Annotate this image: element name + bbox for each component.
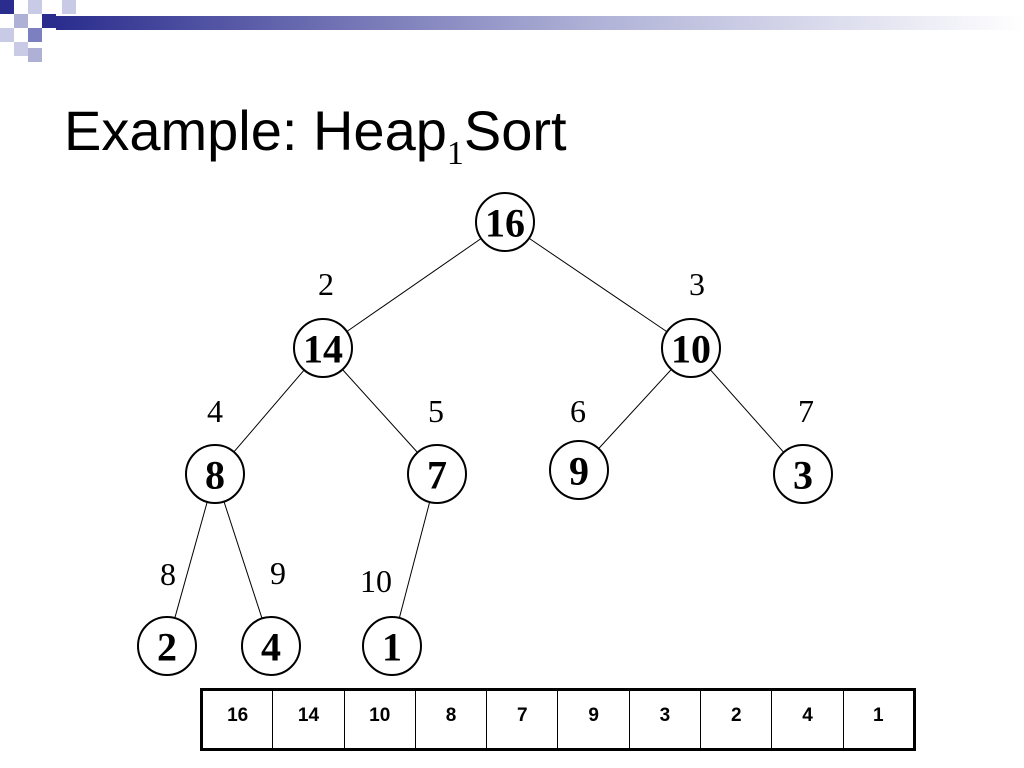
- slide-title-suffix: Sort: [463, 99, 567, 162]
- node-circle: [293, 318, 353, 378]
- node-circle: [241, 616, 301, 676]
- tree-edge: [528, 237, 668, 333]
- node-value: 9: [569, 449, 589, 494]
- node-circle: [185, 444, 245, 504]
- node-value: 10: [671, 327, 711, 372]
- tree-edge: [174, 501, 208, 619]
- tree-node: 7: [407, 444, 467, 504]
- node-index-label: 2: [318, 266, 334, 302]
- node-index-label: 6: [570, 393, 586, 429]
- corner-decoration: [0, 0, 1024, 62]
- node-index-label: 9: [270, 555, 286, 591]
- node-index-label: 4: [207, 393, 223, 429]
- slide-title-subscript: 1: [446, 135, 464, 172]
- array-cell: 3: [628, 689, 702, 750]
- array-cell: 4: [771, 689, 844, 750]
- tree-edge: [398, 501, 431, 619]
- node-circle: [362, 616, 422, 676]
- node-index-label: 10: [360, 563, 392, 599]
- array-cell: 10: [343, 689, 416, 750]
- slide-title-text: Example: Heap: [64, 99, 447, 162]
- node-value: 4: [261, 625, 281, 670]
- node-value: 8: [205, 453, 225, 498]
- array-cell: 14: [272, 689, 345, 750]
- node-value: 7: [427, 453, 447, 498]
- node-index-label: 7: [798, 393, 814, 429]
- tree-node: 2: [137, 616, 197, 676]
- tree-edge: [233, 369, 305, 453]
- array-cell: 1: [842, 689, 916, 750]
- node-index-label: 8: [160, 556, 176, 592]
- node-value: 3: [793, 453, 813, 498]
- tree-edge: [346, 238, 482, 332]
- tree-node: 16: [475, 192, 535, 252]
- heap-tree-diagram: 2 3 4 5 6 7 8 9 10 16 14 10 8 7 9 3 2 4 1: [137, 192, 833, 676]
- node-index-label: 5: [428, 393, 444, 429]
- tree-node: 10: [661, 318, 721, 378]
- node-index-label: 3: [689, 266, 705, 302]
- node-circle: [549, 440, 609, 500]
- array-cell: 2: [700, 689, 773, 750]
- array-cell: 8: [414, 689, 488, 750]
- tree-node: 8: [185, 444, 245, 504]
- node-circle: [137, 616, 197, 676]
- tree-node: 4: [241, 616, 301, 676]
- tree-edge: [598, 369, 672, 449]
- node-circle: [475, 192, 535, 252]
- array-cell: 9: [557, 689, 630, 750]
- slide-title: Example: Heap1Sort: [64, 96, 567, 189]
- tree-node: 9: [549, 440, 609, 500]
- node-value: 14: [303, 327, 343, 372]
- tree-node: 1: [362, 616, 422, 676]
- node-circle: [661, 318, 721, 378]
- node-circle: [407, 444, 467, 504]
- tree-edge: [223, 501, 263, 619]
- tree-edge: [342, 369, 418, 453]
- tree-edge: [709, 369, 785, 453]
- array-cell: 16: [200, 689, 274, 750]
- tree-node: 3: [773, 444, 833, 504]
- node-value: 16: [485, 201, 525, 246]
- node-value: 1: [382, 625, 402, 670]
- tree-node: 14: [293, 318, 353, 378]
- node-circle: [773, 444, 833, 504]
- array-cell: 7: [486, 689, 559, 750]
- node-value: 2: [157, 625, 177, 670]
